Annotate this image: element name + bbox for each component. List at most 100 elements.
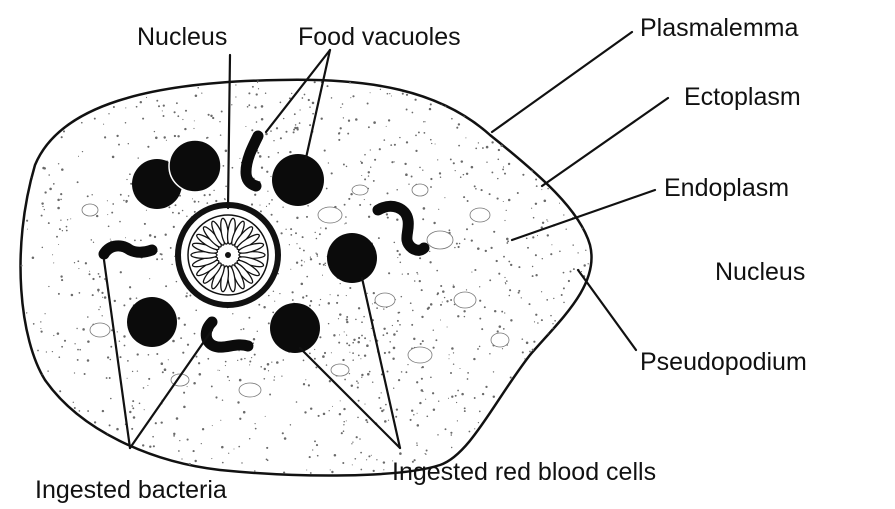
stipple-dot <box>373 121 376 124</box>
stipple-dot <box>405 173 408 176</box>
stipple-dot <box>390 144 392 146</box>
stipple-dot <box>62 116 64 119</box>
stipple-dot <box>532 236 534 238</box>
stipple-dot <box>320 299 321 300</box>
stipple-dot <box>535 314 537 316</box>
stipple-dot <box>569 114 571 116</box>
stipple-dot <box>98 273 100 275</box>
stipple-dot <box>127 378 128 379</box>
stipple-dot <box>347 133 349 135</box>
stipple-dot <box>104 296 107 299</box>
stipple-dot <box>415 150 417 152</box>
stipple-dot <box>107 214 108 215</box>
stipple-dot <box>331 471 333 473</box>
label-nucleus-top: Nucleus <box>137 23 227 51</box>
stipple-dot <box>408 184 409 185</box>
stipple-dot <box>282 207 283 208</box>
stipple-dot <box>593 398 595 400</box>
stipple-dot <box>474 269 476 271</box>
stipple-dot <box>503 256 505 258</box>
stipple-dot <box>309 456 311 458</box>
stipple-dot <box>182 119 183 120</box>
stipple-dot <box>127 77 129 79</box>
stipple-dot <box>120 194 122 196</box>
stipple-dot <box>393 388 394 389</box>
stipple-dot <box>590 329 592 331</box>
stipple-dot <box>282 432 284 434</box>
stipple-dot <box>290 424 291 425</box>
stipple-dot <box>296 401 298 403</box>
stipple-dot <box>496 260 498 262</box>
stipple-dot <box>106 377 108 379</box>
stipple-dot <box>504 312 505 313</box>
stipple-dot <box>568 97 569 98</box>
stipple-dot <box>61 136 63 138</box>
stipple-dot <box>368 171 370 173</box>
stipple-dot <box>318 415 320 417</box>
stipple-dot <box>310 258 312 260</box>
stipple-dot <box>343 117 344 118</box>
stipple-dot <box>40 321 41 322</box>
stipple-dot <box>449 229 451 231</box>
clear-vacuole <box>239 383 261 397</box>
stipple-dot <box>352 342 354 344</box>
stipple-dot <box>357 417 359 419</box>
stipple-dot <box>479 286 480 287</box>
stipple-dot <box>389 93 390 94</box>
label-ectoplasm: Ectoplasm <box>684 83 801 111</box>
stipple-dot <box>172 340 175 343</box>
stipple-dot <box>354 458 356 460</box>
stipple-dot <box>336 302 338 304</box>
stipple-dot <box>172 372 174 374</box>
stipple-dot <box>396 330 398 332</box>
stipple-dot <box>486 94 488 96</box>
stipple-dot <box>263 378 265 380</box>
stipple-dot <box>339 413 341 415</box>
stipple-dot <box>193 450 195 452</box>
stipple-dot <box>194 460 196 462</box>
stipple-dot <box>166 140 167 141</box>
stipple-dot <box>45 80 46 81</box>
stipple-dot <box>46 351 47 352</box>
stipple-dot <box>433 329 434 330</box>
stipple-dot <box>39 430 41 432</box>
stipple-dot <box>503 166 504 167</box>
stipple-dot <box>269 394 271 396</box>
stipple-dot <box>317 455 319 457</box>
stipple-dot <box>419 257 421 259</box>
stipple-dot <box>239 418 241 420</box>
stipple-dot <box>266 171 268 173</box>
stipple-dot <box>44 209 45 210</box>
stipple-dot <box>370 167 371 168</box>
stipple-dot <box>401 296 403 298</box>
stipple-dot <box>70 450 71 451</box>
stipple-dot <box>31 449 33 451</box>
stipple-dot <box>552 323 553 324</box>
stipple-dot <box>478 142 479 143</box>
stipple-dot <box>42 206 43 207</box>
stipple-dot <box>221 446 224 449</box>
stipple-dot <box>334 454 337 457</box>
stipple-dot <box>416 442 417 443</box>
stipple-dot <box>561 294 563 296</box>
stipple-dot <box>316 238 318 240</box>
stipple-dot <box>435 339 437 341</box>
stipple-dot <box>76 328 77 329</box>
stipple-dot <box>582 109 584 111</box>
stipple-dot <box>271 214 273 216</box>
stipple-dot <box>248 92 250 94</box>
stipple-dot <box>486 146 489 149</box>
stipple-dot <box>439 172 441 174</box>
stipple-dot <box>471 166 474 169</box>
stipple-dot <box>493 231 495 233</box>
stipple-dot <box>137 353 139 355</box>
stipple-dot <box>343 424 344 425</box>
stipple-dot <box>391 95 392 96</box>
stipple-dot <box>60 193 62 195</box>
stipple-dot <box>325 265 326 266</box>
stipple-dot <box>273 291 274 292</box>
stipple-dot <box>58 293 60 295</box>
stipple-dot <box>158 105 160 107</box>
nucleus <box>178 205 278 305</box>
stipple-dot <box>503 201 504 202</box>
